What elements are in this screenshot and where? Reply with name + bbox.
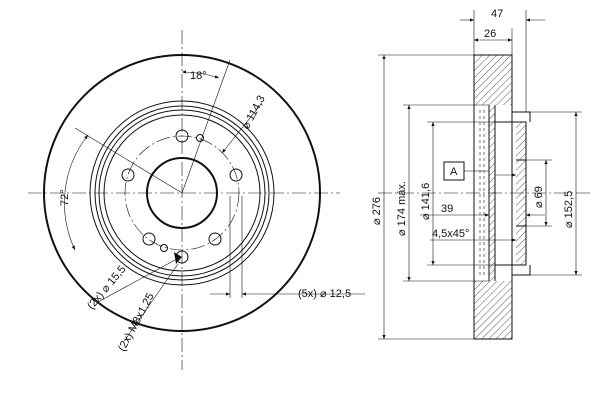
center-bore — [146, 157, 218, 229]
flange-step-bottom — [512, 265, 531, 276]
label-152: ⌀ 152,5 — [563, 191, 575, 228]
label-174: ⌀ 174 máx. — [396, 181, 408, 236]
hat-outer-edge-2 — [98, 109, 266, 277]
vent-ribs — [479, 110, 485, 276]
label-angle-18: 18° — [190, 70, 207, 82]
label-39: 39 — [441, 203, 453, 215]
label-141: ⌀ 141,6 — [420, 183, 432, 220]
thread-hole — [160, 244, 168, 252]
label-datum: A — [450, 166, 458, 178]
pitch-circle — [124, 135, 240, 251]
label-26: 26 — [484, 28, 496, 40]
hat-outer-edge-1 — [94, 105, 270, 281]
arc-72deg — [64, 134, 89, 251]
disc-section-top — [474, 55, 512, 105]
label-bolt-holes: (5x) ⌀ 12,5 — [298, 288, 351, 300]
thread-leader — [124, 263, 179, 341]
thread-hole — [196, 134, 204, 142]
label-69: ⌀ 69 — [533, 186, 545, 208]
friction-ring-inner — [89, 100, 275, 286]
label-47: 47 — [491, 8, 503, 20]
front-view — [28, 30, 365, 370]
label-276: ⌀ 276 — [371, 197, 383, 225]
label-chamfer: 4,5x45° — [432, 228, 469, 240]
arc-18deg — [181, 70, 220, 79]
hat-wall-hatch — [489, 105, 495, 281]
bolt-holes — [121, 129, 243, 246]
disc-outline — [473, 54, 513, 340]
angle-ray-72 — [74, 127, 183, 194]
label-center-hole: (2x) ⌀ 15,5 — [85, 264, 128, 312]
label-angle-72: 72° — [59, 189, 71, 206]
disc-section-bottom — [474, 281, 512, 339]
angle-ray-18 — [181, 59, 231, 194]
label-pcd: ⌀ 114,3 — [240, 94, 268, 132]
hole-marker — [174, 252, 182, 264]
bolt-hole — [229, 168, 243, 182]
center-hole-leader — [97, 259, 176, 303]
outer-disc-edge — [43, 54, 321, 332]
bolt-hole — [142, 232, 156, 246]
flange-step-top — [512, 111, 531, 122]
bolt-hole — [121, 168, 135, 182]
hub-flange-hatch — [516, 122, 526, 265]
bolt-hole — [175, 129, 189, 143]
hat-outer-edge-3 — [103, 114, 261, 272]
label-thread: (2x) M8x1,25 — [116, 291, 157, 353]
side-view — [378, 10, 590, 340]
pcd-leader — [221, 102, 263, 154]
bolt-hole — [208, 232, 222, 246]
